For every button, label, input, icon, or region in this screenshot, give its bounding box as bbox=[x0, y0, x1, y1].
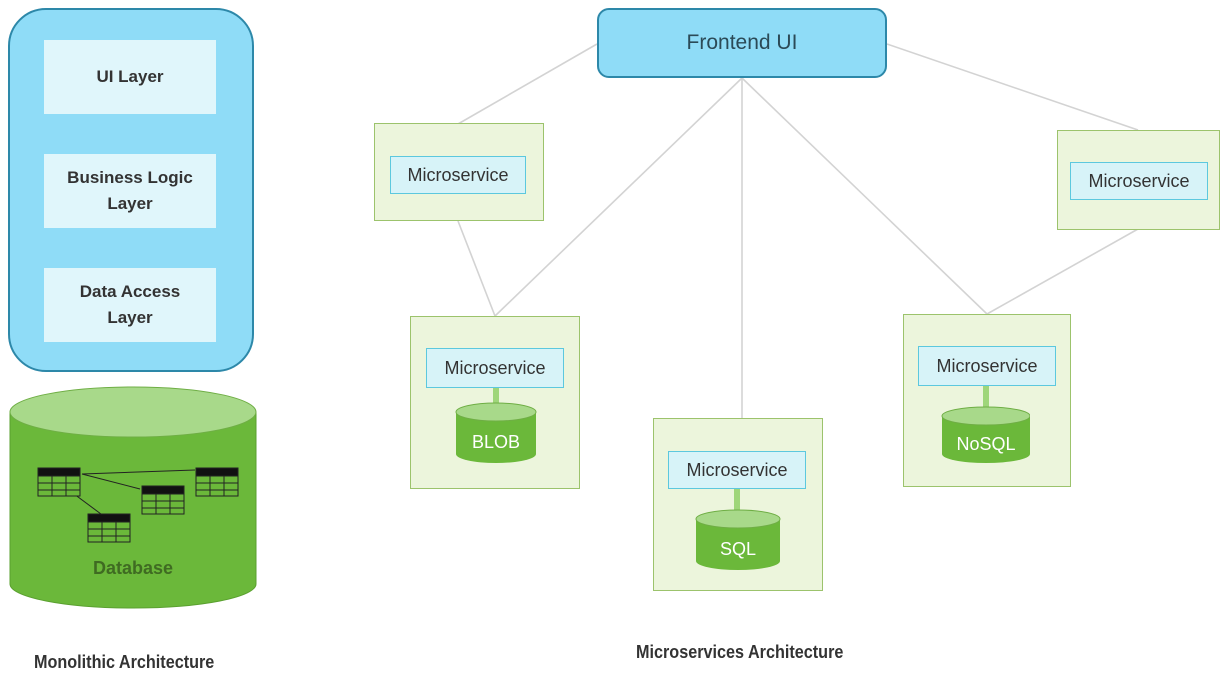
service-db-link bbox=[493, 388, 499, 414]
frontend-ui: Frontend UI bbox=[597, 8, 887, 78]
connector-frontend-ms1 bbox=[457, 43, 598, 125]
business-logic-layer: Business Logic Layer bbox=[44, 154, 216, 228]
nosql-database: NoSQL bbox=[941, 386, 1030, 463]
microservice-label: Microservice bbox=[668, 451, 806, 489]
database-label: Database bbox=[92, 558, 174, 578]
connector-frontend-ms-blob bbox=[494, 77, 743, 317]
connector-frontend-ms-right bbox=[886, 43, 1139, 131]
microservice-label: Microservice bbox=[426, 348, 564, 388]
ui-layer-label: UI Layer bbox=[96, 67, 164, 86]
database-tables-icon bbox=[37, 467, 239, 543]
microservice-label: Microservice bbox=[918, 346, 1056, 386]
connector-frontend-ms-nosql bbox=[741, 77, 988, 315]
ui-layer: UI Layer bbox=[44, 40, 216, 114]
monolith-database bbox=[9, 386, 257, 609]
sql-label: SQL bbox=[720, 539, 756, 559]
database-top bbox=[9, 386, 257, 438]
sql-database: SQL bbox=[695, 489, 781, 570]
blob-database: BLOB bbox=[455, 388, 537, 463]
connector-ms1-ms-blob bbox=[457, 220, 496, 317]
microservices-caption: Microservices Architecture bbox=[636, 642, 844, 662]
blob-label: BLOB bbox=[472, 432, 520, 452]
service-db-link bbox=[734, 489, 740, 519]
data-access-layer-label: Data Access Layer bbox=[79, 282, 181, 327]
nosql-label: NoSQL bbox=[956, 434, 1015, 454]
monolith-caption: Monolithic Architecture bbox=[34, 652, 215, 672]
connector-ms-right-ms-nosql bbox=[986, 228, 1139, 315]
service-db-link bbox=[983, 386, 989, 412]
data-access-layer: Data Access Layer bbox=[44, 268, 216, 342]
frontend-ui-label: Frontend UI bbox=[686, 31, 798, 54]
microservice-label: Microservice bbox=[1070, 162, 1208, 200]
business-logic-layer-label: Business Logic Layer bbox=[67, 168, 193, 213]
microservice-label: Microservice bbox=[390, 156, 526, 194]
